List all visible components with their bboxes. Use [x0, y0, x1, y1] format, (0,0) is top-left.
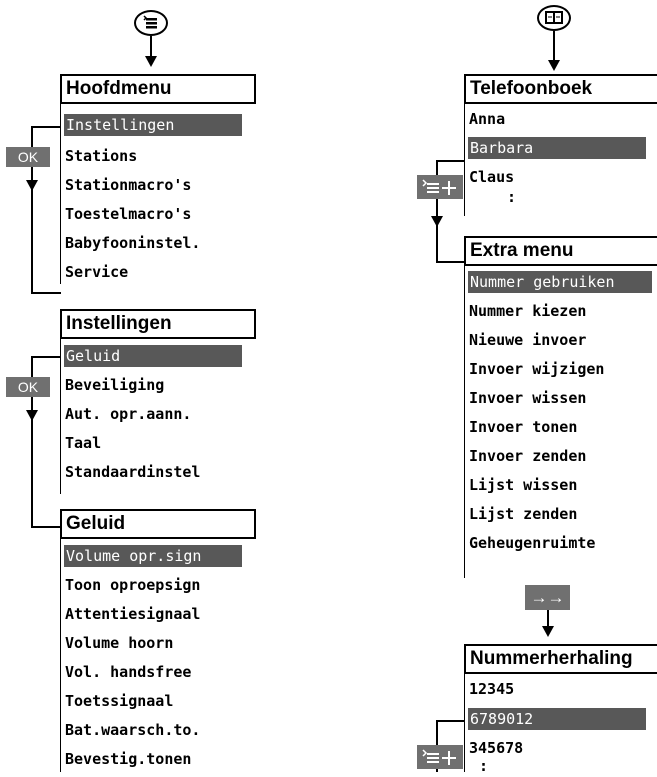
ok-key[interactable]: OK: [6, 147, 50, 167]
menu-key-button[interactable]: [134, 10, 168, 36]
menu-item-babyfooninstel[interactable]: Babyfooninstel.: [65, 234, 201, 252]
menu-item-vol-handsfree[interactable]: Vol. handsfree: [65, 663, 192, 681]
menu-item-toetssignaal[interactable]: Toetssignaal: [65, 692, 174, 710]
extra-menu-key[interactable]: [417, 745, 463, 769]
phonebook-entry-anna[interactable]: Anna: [469, 110, 506, 128]
telefoonboek-title: Telefoonboek: [464, 74, 657, 104]
menu-item-standaardinstel[interactable]: Standaardinstel: [65, 463, 201, 481]
down-arrow-icon: [548, 60, 560, 71]
menu-item-nummer-gebruiken[interactable]: Nummer gebruiken: [468, 271, 652, 293]
geluid-list: Volume opr.sign Toon oproepsign Attentie…: [60, 539, 256, 772]
connector-line: [547, 610, 549, 628]
menu-item-nummer-kiezen[interactable]: Nummer kiezen: [469, 302, 587, 320]
menu-item-invoer-zenden[interactable]: Invoer zenden: [469, 447, 587, 465]
down-arrow-icon: [431, 216, 443, 227]
menu-item-invoer-tonen[interactable]: Invoer tonen: [469, 418, 578, 436]
redial-entry[interactable]: 12345: [469, 680, 515, 698]
connector-line: [31, 526, 61, 528]
redial-key[interactable]: →→: [525, 585, 570, 610]
ok-key[interactable]: OK: [6, 377, 50, 397]
menu-list-icon: [143, 15, 157, 29]
connector-line: [150, 36, 152, 56]
menu-item-lijst-wissen[interactable]: Lijst wissen: [469, 476, 578, 494]
redial-entry[interactable]: 345678: [469, 739, 524, 757]
telefoonboek-list: Anna Barbara Claus :: [464, 104, 657, 216]
menu-item-toon-oproepsign[interactable]: Toon oproepsign: [65, 576, 201, 594]
menu-item-invoer-wissen[interactable]: Invoer wissen: [469, 389, 587, 407]
geluid-title: Geluid: [60, 509, 256, 539]
menu-item-geluid[interactable]: Geluid: [64, 345, 242, 367]
hoofdmenu-title: Hoofdmenu: [60, 74, 256, 104]
connector-line: [436, 160, 438, 262]
connector-line: [31, 126, 61, 128]
instellingen-list: Geluid Beveiliging Aut. opr.aann. Taal S…: [60, 339, 256, 494]
menu-add-icon: [422, 749, 456, 765]
extra-menu-key[interactable]: [417, 175, 463, 199]
nummerherhaling-title: Nummerherhaling: [464, 644, 657, 674]
menu-add-icon: [422, 179, 456, 195]
menu-item-invoer-wijzigen[interactable]: Invoer wijzigen: [469, 360, 605, 378]
menu-item-aut-opr-aann[interactable]: Aut. opr.aann.: [65, 405, 192, 423]
nummerherhaling-list: 12345 6789012 345678 :: [464, 674, 657, 775]
menu-item-beveiliging[interactable]: Beveiliging: [65, 376, 165, 394]
connector-line: [31, 356, 61, 358]
menu-item-bevestig-tonen[interactable]: Bevestig.tonen: [65, 750, 192, 768]
menu-item-volume-hoorn[interactable]: Volume hoorn: [65, 634, 174, 652]
connector-line: [31, 356, 33, 527]
phonebook-key-button[interactable]: [537, 5, 571, 31]
down-arrow-icon: [26, 410, 38, 421]
instellingen-title: Instellingen: [60, 309, 256, 339]
down-arrow-icon: [26, 180, 38, 191]
menu-item-service[interactable]: Service: [65, 263, 129, 281]
menu-item-lijst-zenden[interactable]: Lijst zenden: [469, 505, 578, 523]
menu-item-bat-waarsch-to[interactable]: Bat.waarsch.to.: [65, 721, 201, 739]
continuation-dots: :: [507, 188, 517, 206]
extra-menu-title: Extra menu: [464, 236, 657, 266]
menu-item-stationmacros[interactable]: Stationmacro's: [65, 176, 192, 194]
down-arrow-icon: [145, 56, 157, 67]
connector-line: [436, 261, 465, 263]
menu-item-toestelmacros[interactable]: Toestelmacro's: [65, 205, 192, 223]
redial-entry[interactable]: 6789012: [468, 708, 646, 730]
menu-item-volume-opr-sign[interactable]: Volume opr.sign: [64, 545, 242, 567]
connector-line: [31, 126, 33, 293]
extra-menu-list: Nummer gebruiken Nummer kiezen Nieuwe in…: [464, 266, 657, 578]
menu-item-nieuwe-invoer[interactable]: Nieuwe invoer: [469, 331, 587, 349]
down-arrow-icon: [542, 626, 554, 637]
connector-line: [553, 31, 555, 61]
menu-item-geheugenruimte[interactable]: Geheugenruimte: [469, 534, 596, 552]
menu-item-stations[interactable]: Stations: [65, 147, 138, 165]
menu-item-taal[interactable]: Taal: [65, 434, 102, 452]
hoofdmenu-list: Instellingen Stations Stationmacro's Toe…: [60, 104, 256, 284]
menu-item-instellingen[interactable]: Instellingen: [64, 114, 242, 136]
phonebook-entry-barbara[interactable]: Barbara: [468, 137, 646, 159]
book-icon: [545, 11, 563, 24]
connector-line: [31, 292, 61, 294]
connector-line: [436, 160, 465, 162]
menu-item-attentiesignaal[interactable]: Attentiesignaal: [65, 605, 201, 623]
connector-line: [436, 720, 465, 722]
double-arrow-icon: →→: [530, 588, 565, 607]
continuation-dots: :: [479, 757, 489, 775]
phonebook-entry-claus[interactable]: Claus: [469, 168, 515, 186]
